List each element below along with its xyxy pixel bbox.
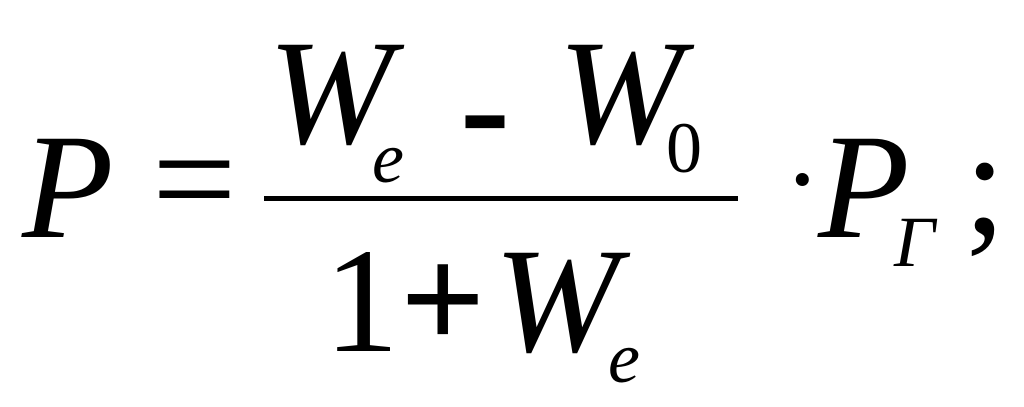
numerator-term2: W [558,10,683,176]
semicolon: ; [964,100,1006,266]
denominator-term: W [494,218,619,384]
lhs-variable: P [22,104,114,270]
denominator-one: 1 [324,218,399,384]
plus-sign: + [400,216,486,382]
rhs-variable: P [818,104,910,270]
minus-sign: - [460,24,510,190]
fraction-bar [264,196,738,201]
rhs-variable-subscript: Γ [894,202,935,282]
numerator-term1-subscript: e [372,118,404,198]
equals-sign: = [152,96,237,262]
denominator-term-subscript: e [608,318,640,398]
numerator-term2-subscript: 0 [666,108,702,188]
numerator-term1: W [268,10,393,176]
multiplication-dot: · [784,118,821,240]
